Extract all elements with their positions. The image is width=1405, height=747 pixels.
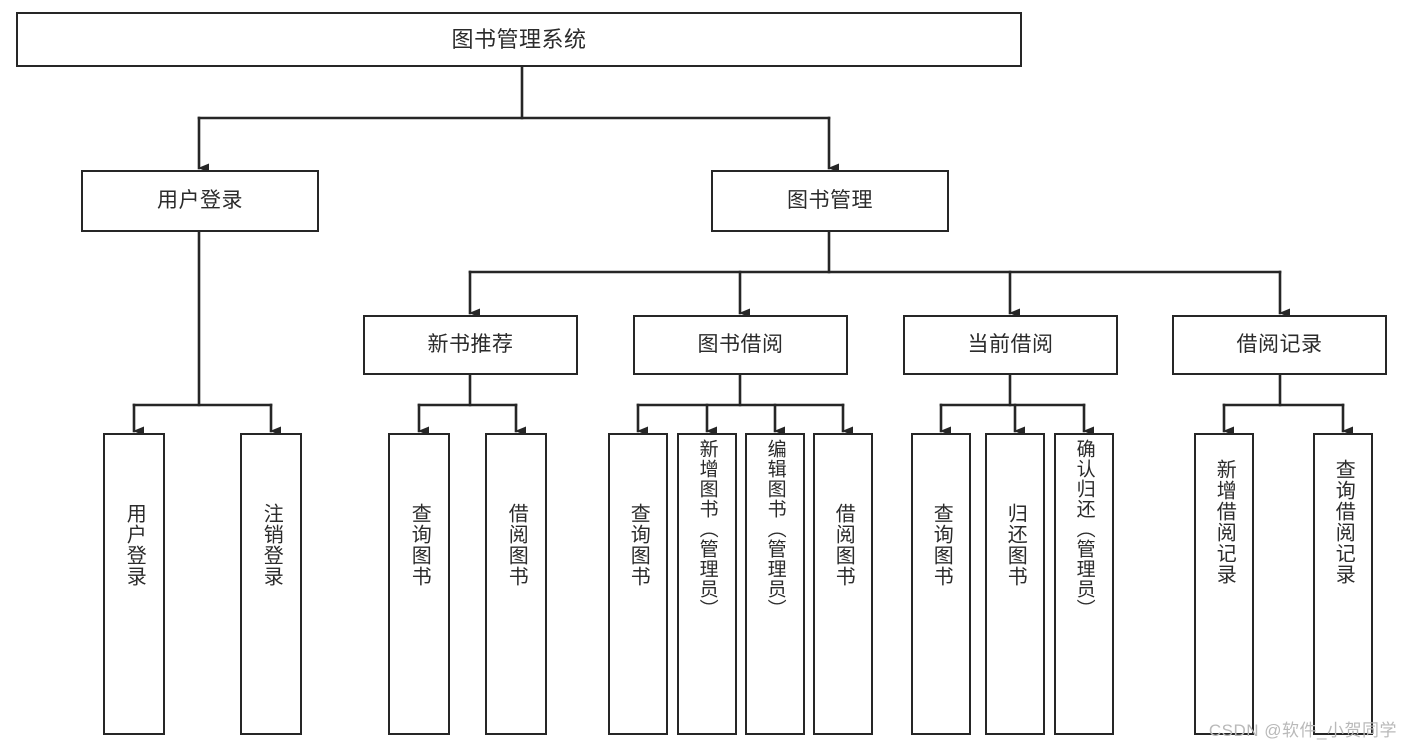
node-current-borrow[interactable]: 当前借阅 [903,315,1118,375]
node-system-root[interactable]: 图书管理系统 [16,12,1022,67]
node-label: 当前借阅 [967,332,1054,356]
node-label: 查询图书 [930,503,953,587]
node-book-manage[interactable]: 图书管理 [711,170,949,232]
node-label: 查询借阅记录 [1332,459,1355,585]
node-new-book-recommend[interactable]: 新书推荐 [363,315,578,375]
node-leaf-user-logout[interactable]: 注销登录 [240,433,302,735]
node-user-login[interactable]: 用户登录 [81,170,319,232]
node-label: 注销登录 [260,503,283,587]
node-label: 借阅记录 [1236,332,1323,356]
node-leaf-borrow-book-recommend[interactable]: 借阅图书 [485,433,547,735]
node-label: 借阅图书 [505,503,528,587]
node-leaf-edit-book[interactable]: 编辑图书（管理员） [745,433,805,735]
node-label: 编辑图书（管理员） [764,439,786,619]
node-leaf-return-book[interactable]: 归还图书 [985,433,1045,735]
node-leaf-add-book[interactable]: 新增图书（管理员） [677,433,737,735]
node-label: 查询图书 [627,503,650,587]
node-leaf-add-borrow-record[interactable]: 新增借阅记录 [1194,433,1254,735]
node-label: 新增借阅记录 [1213,459,1236,585]
node-leaf-query-book-borrow[interactable]: 查询图书 [608,433,668,735]
node-label: 图书管理 [787,188,873,212]
node-label: 用户登录 [157,188,243,212]
node-label: 图书借阅 [697,332,784,356]
node-label: 归还图书 [1004,503,1027,587]
node-leaf-query-borrow-record[interactable]: 查询借阅记录 [1313,433,1373,735]
node-borrow-record[interactable]: 借阅记录 [1172,315,1387,375]
node-leaf-user-login[interactable]: 用户登录 [103,433,165,735]
node-label: 新书推荐 [427,332,514,356]
node-book-borrow[interactable]: 图书借阅 [633,315,848,375]
node-label: 新增图书（管理员） [696,439,718,619]
node-label: 用户登录 [123,503,146,587]
node-leaf-query-book-recommend[interactable]: 查询图书 [388,433,450,735]
node-label: 图书管理系统 [451,26,587,52]
node-leaf-confirm-return[interactable]: 确认归还（管理员） [1054,433,1114,735]
node-label: 确认归还（管理员） [1073,439,1095,619]
node-label: 借阅图书 [832,503,855,587]
node-leaf-query-book-current[interactable]: 查询图书 [911,433,971,735]
node-leaf-borrow-book[interactable]: 借阅图书 [813,433,873,735]
node-label: 查询图书 [408,503,431,587]
